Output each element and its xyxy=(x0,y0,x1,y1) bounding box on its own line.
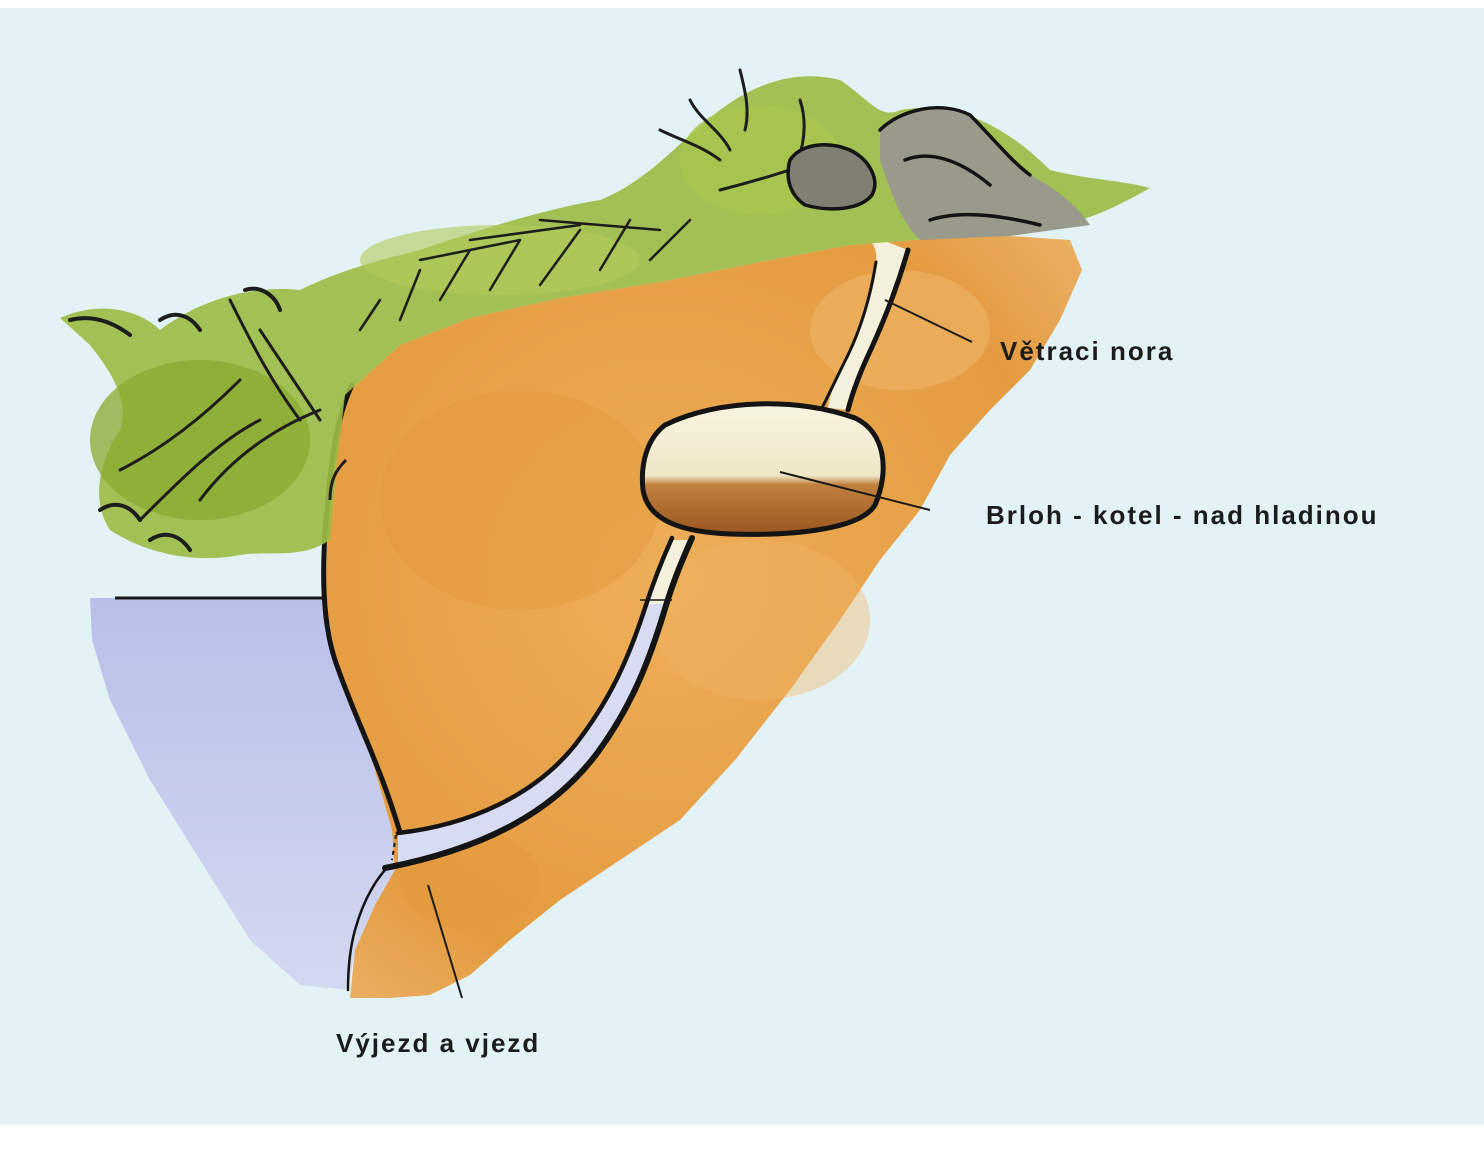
ventilation-tunnel-label: Větraci nora xyxy=(1000,338,1174,364)
den-chamber xyxy=(642,404,883,535)
den-chamber-label: Brloh - kotel - nad hladinou xyxy=(986,502,1379,528)
entrance-tunnel-label: Výjezd a vjezd xyxy=(336,1030,540,1056)
